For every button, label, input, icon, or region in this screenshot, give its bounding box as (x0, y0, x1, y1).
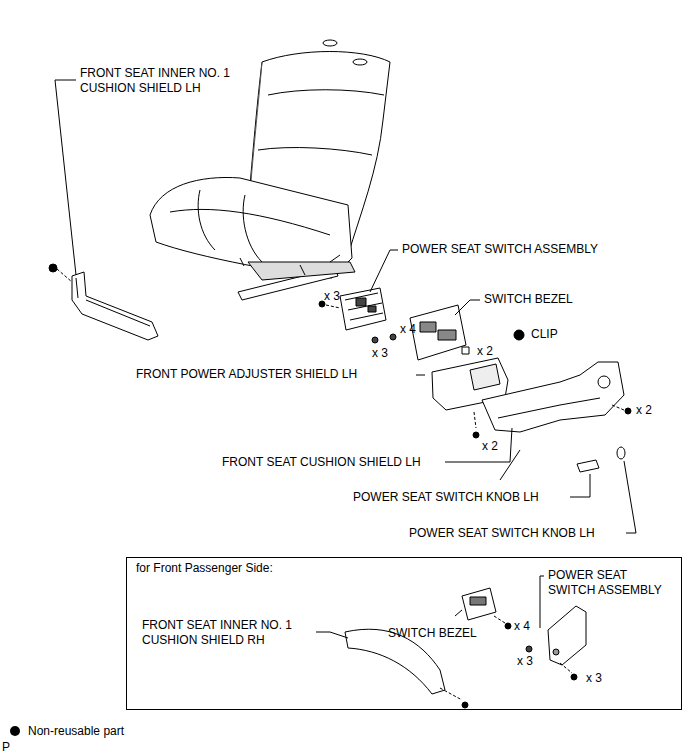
quantity: x 3 (324, 289, 340, 304)
figure-code: P (2, 740, 10, 755)
quantity: x 2 (482, 439, 498, 454)
part-name: FRONT SEAT INNER NO. 1 CUSHION SHIELD LH (80, 66, 252, 96)
part-name: SWITCH BEZEL (388, 626, 477, 641)
part-name: FRONT SEAT INNER NO. 1 CUSHION SHIELD RH (142, 618, 314, 648)
part-name: CLIP (531, 327, 558, 342)
quantity: x 2 (636, 403, 652, 418)
quantity: x 4 (514, 619, 530, 634)
part-name: POWER SEAT SWITCH KNOB LH (409, 526, 595, 541)
quantity: x 2 (477, 344, 493, 359)
quantity: x 4 (400, 322, 416, 337)
quantity: x 3 (586, 671, 602, 686)
part-name: POWER SEAT SWITCH ASSEMBLY (402, 242, 598, 257)
quantity: x 3 (372, 346, 388, 361)
part-name: SWITCH BEZEL (484, 292, 573, 307)
part-name: POWER SEAT SWITCH ASSEMBLY (548, 568, 672, 598)
part-name: FRONT SEAT CUSHION SHIELD LH (222, 455, 421, 470)
part-name: FRONT POWER ADJUSTER SHIELD LH (136, 367, 357, 382)
legend-text: Non-reusable part (28, 724, 124, 739)
part-name: POWER SEAT SWITCH KNOB LH (353, 490, 539, 505)
quantity: x 3 (517, 654, 533, 669)
